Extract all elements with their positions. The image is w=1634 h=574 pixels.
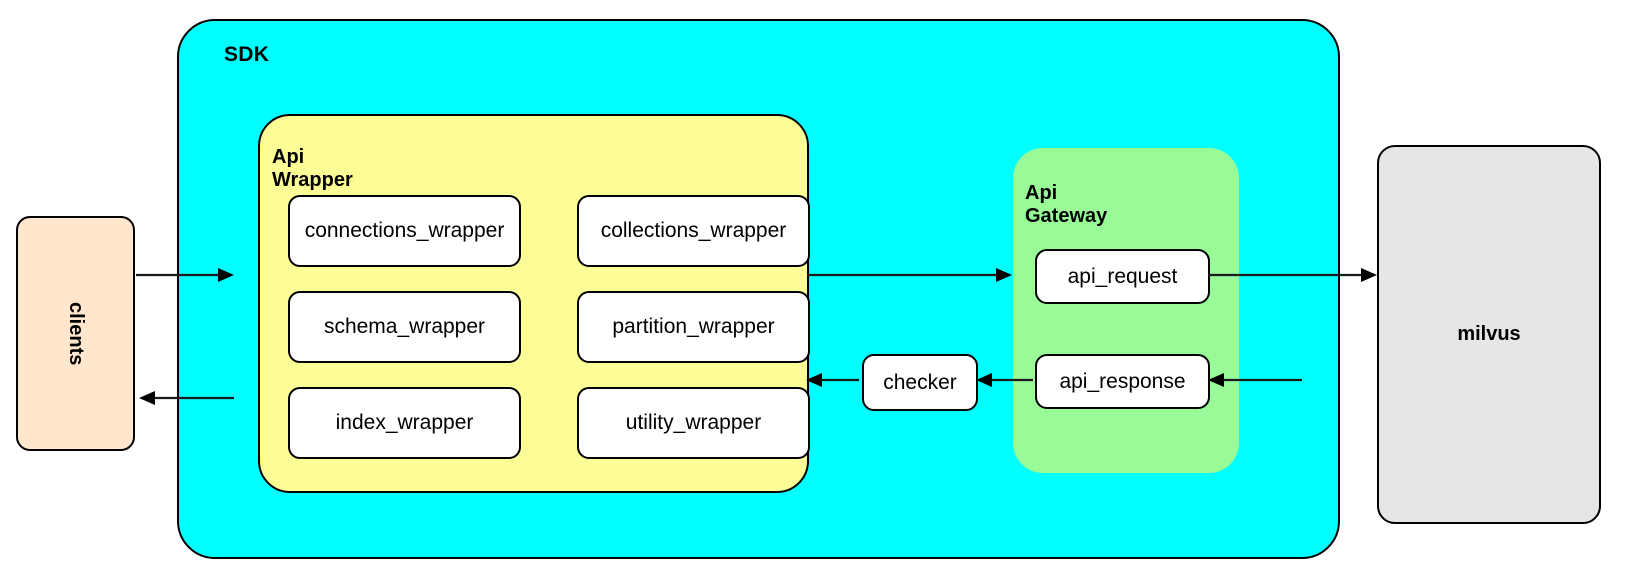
module-label: collections_wrapper <box>600 219 787 242</box>
module-collections-wrapper[interactable]: collections_wrapper <box>577 195 810 267</box>
module-label: partition_wrapper <box>612 315 775 338</box>
api-gateway-label: Api Gateway <box>1025 160 1107 250</box>
api-request-node[interactable]: api_request <box>1035 249 1210 304</box>
api-response-node[interactable]: api_response <box>1035 354 1210 409</box>
module-schema-wrapper[interactable]: schema_wrapper <box>288 291 521 363</box>
module-label: index_wrapper <box>335 411 474 434</box>
module-partition-wrapper[interactable]: partition_wrapper <box>577 291 810 363</box>
module-connections-wrapper[interactable]: connections_wrapper <box>288 195 521 267</box>
api-wrapper-label-line1: Api <box>272 146 305 169</box>
checker-label: checker <box>883 370 957 394</box>
module-index-wrapper[interactable]: index_wrapper <box>288 387 521 459</box>
sdk-label: SDK <box>224 43 270 66</box>
api-wrapper-label: Api Wrapper <box>272 124 353 214</box>
api-request-label: api_request <box>1067 264 1178 288</box>
milvus-label: milvus <box>1457 323 1521 345</box>
module-label: connections_wrapper <box>304 219 505 242</box>
api-gateway-container[interactable]: Api Gateway api_request api_response <box>1013 148 1239 473</box>
clients-label: clients <box>65 301 87 366</box>
module-label: schema_wrapper <box>323 315 486 338</box>
api-wrapper-label-line2: Wrapper <box>272 168 353 191</box>
module-utility-wrapper[interactable]: utility_wrapper <box>577 387 810 459</box>
api-gateway-label-line2: Gateway <box>1025 204 1108 227</box>
checker-node[interactable]: checker <box>862 354 978 411</box>
api-wrapper-container[interactable]: Api Wrapper connections_wrapper collecti… <box>258 114 810 493</box>
api-response-label: api_response <box>1059 369 1186 393</box>
api-gateway-label-line1: Api <box>1025 182 1058 205</box>
module-label: utility_wrapper <box>625 411 762 434</box>
clients-node[interactable]: clients <box>16 216 135 451</box>
milvus-node[interactable]: milvus <box>1377 145 1601 524</box>
sdk-container[interactable]: SDK Api Wrapper connections_wrapper coll… <box>177 19 1340 559</box>
